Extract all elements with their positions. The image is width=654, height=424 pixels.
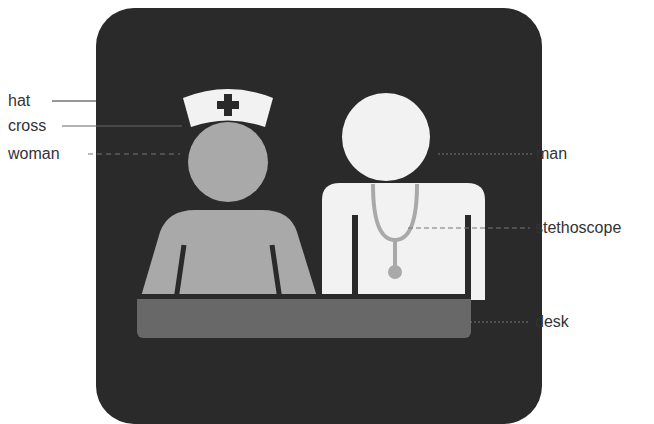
desk-edge xyxy=(137,294,471,299)
leader-line xyxy=(470,322,528,323)
arm-line xyxy=(176,245,184,300)
part-label: man xyxy=(536,145,567,163)
stethoscope-symbol xyxy=(393,240,397,266)
leader-line xyxy=(438,154,532,155)
background-panel xyxy=(96,8,542,424)
part-label: stethoscope xyxy=(535,219,621,237)
part-label: hat xyxy=(8,92,30,110)
leader-line xyxy=(408,228,530,229)
leader-line xyxy=(88,154,180,155)
woman-body xyxy=(140,210,318,300)
part-label: cross xyxy=(8,117,46,135)
leader-line xyxy=(62,126,182,127)
stethoscope-symbol xyxy=(373,184,417,240)
desk-shape xyxy=(137,294,471,338)
man-head xyxy=(342,93,430,181)
nurse-hat xyxy=(183,89,273,127)
leader-line xyxy=(52,100,96,101)
arm-line xyxy=(352,215,358,300)
part-label: desk xyxy=(535,313,569,331)
part-label: woman xyxy=(8,145,60,163)
stethoscope-symbol xyxy=(388,265,402,279)
hat-cross xyxy=(217,101,239,109)
arm-line xyxy=(272,245,280,300)
woman-head xyxy=(188,122,268,202)
man-body xyxy=(322,183,485,300)
